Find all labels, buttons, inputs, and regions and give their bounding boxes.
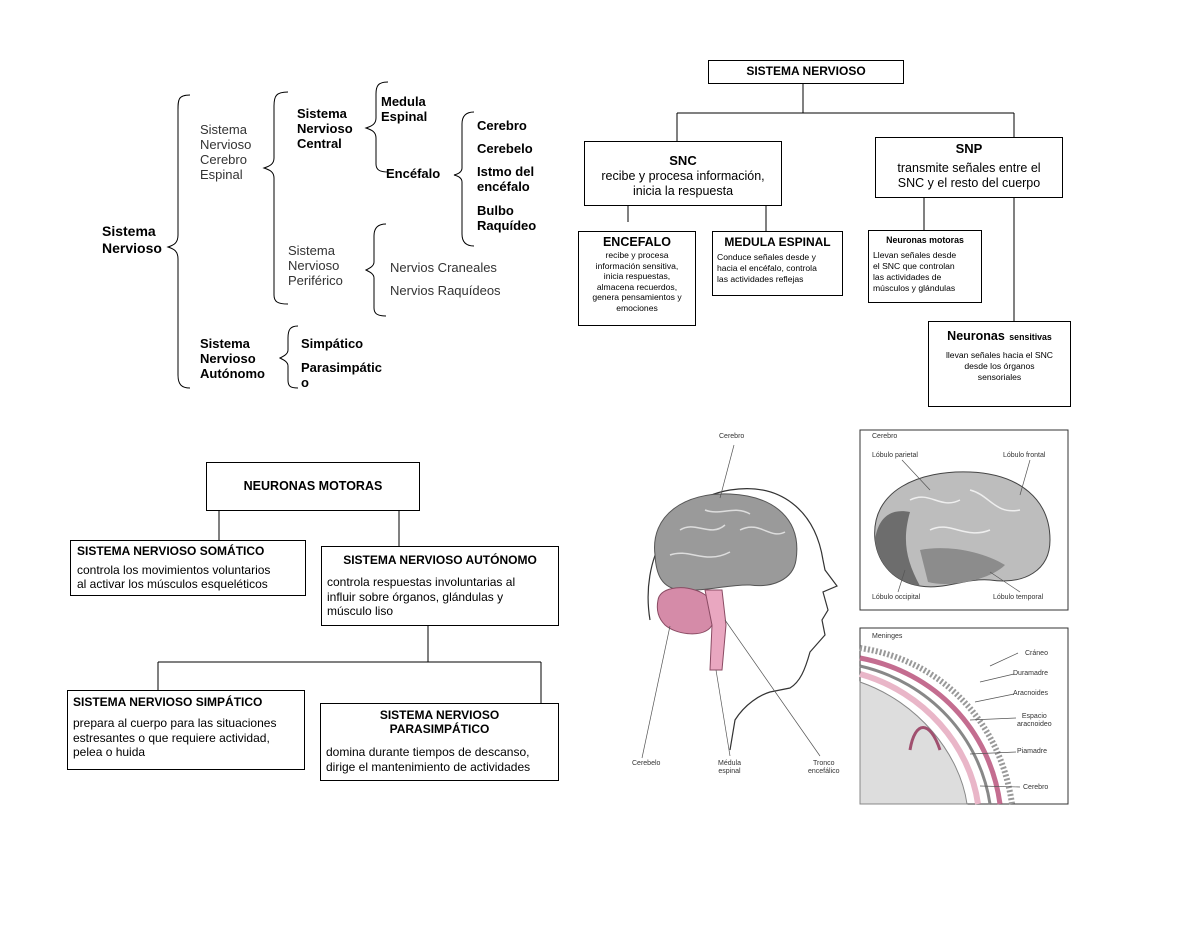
sensitivas-title-small: sensitivas <box>1009 332 1052 342</box>
meninges-layers <box>859 645 1015 805</box>
label-aracnoides: Aracnoides <box>1013 690 1049 697</box>
tree-raquideos: Nervios Raquídeos <box>390 283 501 298</box>
parasimpatico-title: SISTEMA NERVIOSO PARASIMPÁTICO <box>379 708 500 736</box>
medula-title: MEDULA ESPINAL <box>724 235 831 249</box>
tree-simpatico: Simpático <box>301 336 364 351</box>
head-spinal-cord <box>704 589 727 671</box>
brace-encefalo <box>453 111 475 247</box>
map1-title: SISTEMA NERVIOSO <box>746 64 866 78</box>
tree-istmo: Istmo del encéfalo <box>477 164 535 194</box>
tree-craneales: Nervios Craneales <box>390 260 497 275</box>
simpatico-title: SISTEMA NERVIOSO SIMPÁTICO <box>73 695 263 709</box>
snc-box: SNC recibe y procesa información, inicia… <box>584 141 782 206</box>
brace-central <box>364 81 389 173</box>
snp-title: SNP <box>955 141 983 156</box>
medula-text: Conduce señales desde y hacia el encéfal… <box>717 252 817 284</box>
label-head-tronco: Tronco encefálico <box>808 760 840 775</box>
brace-periferico <box>364 223 387 317</box>
tree-cerebelo: Cerebelo <box>477 141 533 156</box>
somatico-box: SISTEMA NERVIOSO SOMÁTICO controla los m… <box>70 540 306 596</box>
autonomo-title: SISTEMA NERVIOSO AUTÓNOMO <box>343 553 537 567</box>
tree-central: Sistema Nervioso Central <box>297 106 353 151</box>
map2-title: NEURONAS MOTORAS <box>243 479 383 493</box>
snc-title: SNC <box>669 153 697 168</box>
simpatico-box: SISTEMA NERVIOSO SIMPÁTICO prepara al cu… <box>67 690 305 770</box>
label-frontal: Lóbulo frontal <box>1003 452 1046 459</box>
parasimpatico-box: SISTEMA NERVIOSO PARASIMPÁTICO domina du… <box>320 703 559 781</box>
tree-cerebro: Cerebro <box>477 118 527 133</box>
map2-root-box: NEURONAS MOTORAS <box>206 462 420 511</box>
tree-medula: Medula Espinal <box>381 94 428 124</box>
snp-text: transmite señales entre el SNC y el rest… <box>897 161 1041 190</box>
sensitivas-title: Neuronas <box>947 329 1005 343</box>
label-espacio: Espacio aracnoideo <box>1017 713 1052 728</box>
anatomy-illustration <box>641 429 1069 805</box>
map1-root-box: SISTEMA NERVIOSO <box>708 60 904 84</box>
encefalo-box: ENCEFALO recibe y procesa información se… <box>578 231 696 326</box>
brace-root <box>166 94 191 389</box>
label-head-cerebelo: Cerebelo <box>632 760 661 767</box>
head-cerebellum <box>656 587 716 635</box>
medula-box: MEDULA ESPINAL Conduce señales desde y h… <box>712 231 843 296</box>
encefalo-text: recibe y procesa información sensitiva, … <box>592 250 682 313</box>
encefalo-title: ENCEFALO <box>602 235 672 249</box>
somatico-title: SISTEMA NERVIOSO SOMÁTICO <box>77 544 265 558</box>
sensitivas-box: Neuronas sensitivas llevan señales hacia… <box>928 321 1071 407</box>
lobes-brain <box>874 471 1051 588</box>
motoras-text: Llevan señales desde el SNC que controla… <box>873 250 957 293</box>
sensitivas-text: llevan señales hacia el SNC desde los ór… <box>945 350 1053 382</box>
motoras-title: Neuronas motoras <box>886 235 964 245</box>
brace-autonomo <box>278 325 299 389</box>
tree-periferico: Sistema Nervioso Periférico <box>288 243 343 288</box>
label-craneo: Cráneo <box>1025 650 1048 657</box>
label-head-cerebro: Cerebro <box>719 433 745 440</box>
tree-cerebro-espinal: Sistema Nervioso Cerebro Espinal <box>200 122 252 182</box>
somatico-text: controla los movimientos voluntarios al … <box>77 563 271 591</box>
head-brain <box>654 493 798 591</box>
label-duramadre: Duramadre <box>1013 670 1049 677</box>
simpatico-text: prepara al cuerpo para las situaciones e… <box>73 716 277 759</box>
tree-parasimpatico: Parasimpátic o <box>301 360 382 390</box>
tree-encefalo: Encéfalo <box>386 166 441 181</box>
label-meninges-title: Meninges <box>872 633 903 640</box>
label-head-medula: Médula espinal <box>718 760 741 775</box>
tree-autonomo: Sistema Nervioso Autónomo <box>200 336 265 381</box>
snp-box: SNP transmite señales entre el SNC y el … <box>875 137 1063 198</box>
motoras-box: Neuronas motoras Llevan señales desde el… <box>868 230 982 303</box>
label-parietal: Lóbulo parietal <box>872 452 918 459</box>
brace-cerebro-espinal <box>262 91 289 305</box>
tree-root: Sistema Nervioso <box>102 223 162 256</box>
label-occipital: Lóbulo occipital <box>872 594 921 601</box>
label-piamadre: Piamadre <box>1017 748 1047 755</box>
autonomo-box: SISTEMA NERVIOSO AUTÓNOMO controla respu… <box>321 546 559 626</box>
snc-text: recibe y procesa información, inicia la … <box>601 169 765 198</box>
label-temporal: Lóbulo temporal <box>993 594 1044 601</box>
label-meninges-cerebro: Cerebro <box>1023 784 1049 791</box>
autonomo-text: controla respuestas involuntarias al inf… <box>327 575 516 618</box>
parasimpatico-text: domina durante tiempos de descanso, diri… <box>326 745 531 774</box>
tree-bulbo: Bulbo Raquídeo <box>477 203 537 233</box>
label-brain-title: Cerebro <box>872 433 898 440</box>
